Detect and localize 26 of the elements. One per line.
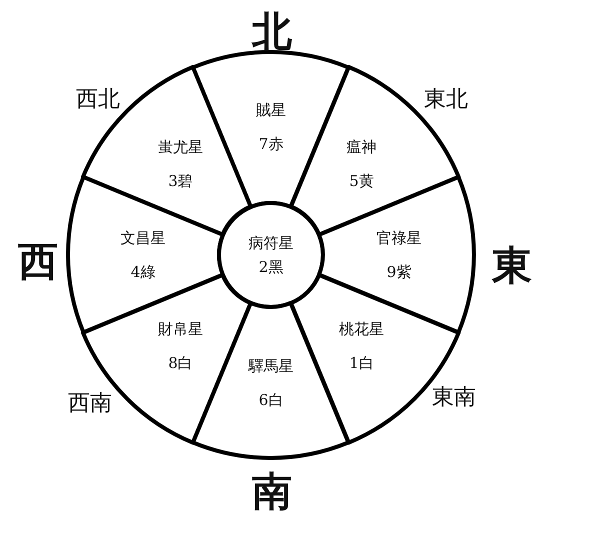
star-name: 驛馬星 <box>248 356 294 375</box>
star-name: 桃花星 <box>339 320 384 338</box>
direction-label: 北 <box>252 12 292 52</box>
direction-label: 東北 <box>424 89 468 111</box>
star-name: 瘟神 <box>346 138 376 156</box>
direction-label: 西南 <box>68 393 112 415</box>
star-name: 文昌星 <box>120 228 166 247</box>
star-number: 3碧 <box>168 172 193 190</box>
star-name: 官祿星 <box>376 228 422 247</box>
direction-label: 東 <box>492 246 532 286</box>
star-number: 2黑 <box>258 258 284 276</box>
direction-label: 南 <box>252 472 292 512</box>
star-number: 5黄 <box>349 172 374 190</box>
star-name: 病符星 <box>248 234 294 252</box>
star-name: 財帛星 <box>158 320 203 338</box>
star-number: 6白 <box>258 390 284 409</box>
star-number: 4綠 <box>130 262 156 281</box>
direction-label: 西 <box>18 242 58 282</box>
star-number: 1白 <box>349 354 374 372</box>
star-name: 蚩尤星 <box>158 138 203 156</box>
star-number: 9紫 <box>386 262 412 281</box>
direction-label: 東南 <box>432 387 476 409</box>
direction-label: 西北 <box>76 89 120 111</box>
star-name: 賊星 <box>256 101 286 119</box>
star-number: 8白 <box>168 354 193 372</box>
star-number: 7赤 <box>258 135 284 153</box>
